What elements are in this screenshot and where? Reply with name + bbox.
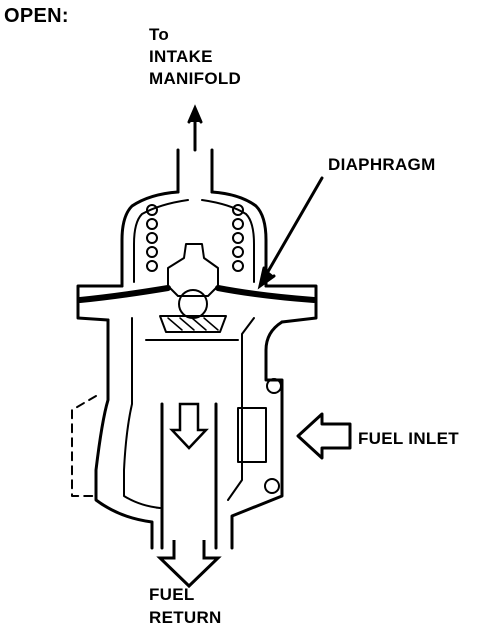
inlet-oring-bottom: [264, 478, 280, 494]
flow-arrow-down: [169, 402, 209, 450]
fuel-inlet-arrow: [296, 412, 352, 460]
valve-holder: [167, 243, 219, 297]
intake-label-line-3: MANIFOLD: [149, 69, 242, 88]
arrow-to-diaphragm: [260, 176, 324, 284]
mounting-bracket: [71, 395, 97, 497]
diaphragm: [77, 285, 317, 303]
lower-body: [94, 318, 284, 550]
valve-ball: [178, 289, 208, 319]
vacuum-nipple: [176, 148, 214, 194]
intake-label-line-1: To: [149, 25, 170, 44]
inlet-oring-top: [266, 378, 282, 394]
spring-right: [232, 204, 244, 272]
upper-cap: [120, 190, 268, 288]
upper-cap-inner: [133, 199, 255, 283]
diagram-title: OPEN:: [4, 5, 69, 27]
inner-chamber: [123, 317, 255, 509]
spring-left: [146, 204, 158, 272]
fuel-return-label-line-1: FUEL: [149, 585, 195, 604]
fuel-inlet-label: FUEL INLET: [358, 429, 459, 448]
diaphragm-label: DIAPHRAGM: [328, 155, 436, 174]
fuel-return-label-line-2: RETURN: [149, 608, 222, 627]
inlet-port: [237, 407, 267, 463]
fuel-return-arrow: [156, 540, 222, 589]
valve-seat: [159, 315, 227, 333]
return-tube: [160, 402, 218, 550]
intake-label-line-2: INTAKE: [149, 47, 213, 66]
